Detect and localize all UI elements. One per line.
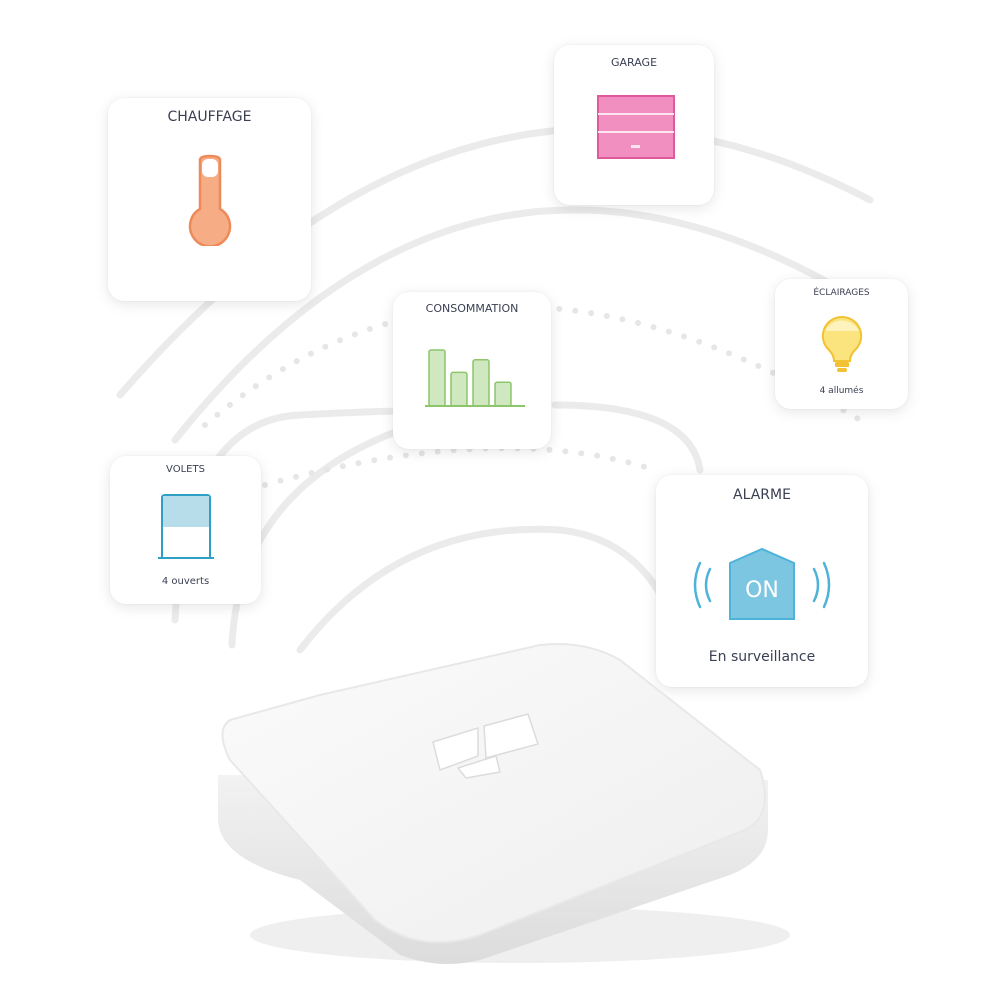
wave-arc — [551, 401, 704, 474]
alarm-on-badge: ON — [745, 578, 779, 603]
tile-garage[interactable]: GARAGE — [554, 45, 714, 205]
tile-volets[interactable]: VOLETS 4 ouverts — [110, 456, 261, 604]
light-bulb-icon — [821, 315, 863, 372]
thermometer-icon — [188, 154, 232, 246]
wave-arc — [296, 525, 684, 654]
wave-arc — [171, 206, 854, 444]
tile-title: GARAGE — [610, 56, 658, 69]
tile-title: VOLETS — [166, 464, 205, 475]
hub-logo-icon — [432, 713, 539, 779]
bar-chart-icon — [425, 349, 525, 407]
tile-title: ALARME — [733, 487, 791, 503]
tile-subtitle: En surveillance — [708, 649, 816, 665]
tile-consommation[interactable]: CONSOMMATION — [393, 292, 551, 449]
window-shutter-icon — [158, 494, 214, 559]
alarm-house-icon: ON — [693, 547, 831, 620]
tile-alarme[interactable]: ALARME ON En surveillance — [656, 475, 868, 687]
tile-subtitle: 4 allumés — [819, 386, 864, 396]
garage-door-icon — [597, 95, 675, 159]
tile-title: ÉCLAIRAGES — [813, 288, 870, 298]
tile-subtitle: 4 ouverts — [161, 576, 210, 587]
tile-eclairages[interactable]: ÉCLAIRAGES 4 allumés — [775, 279, 908, 409]
tile-title: CHAUFFAGE — [167, 109, 252, 125]
tile-title: CONSOMMATION — [425, 302, 519, 315]
tile-chauffage[interactable]: CHAUFFAGE — [108, 98, 311, 301]
wave-dotted-arc — [262, 445, 658, 488]
